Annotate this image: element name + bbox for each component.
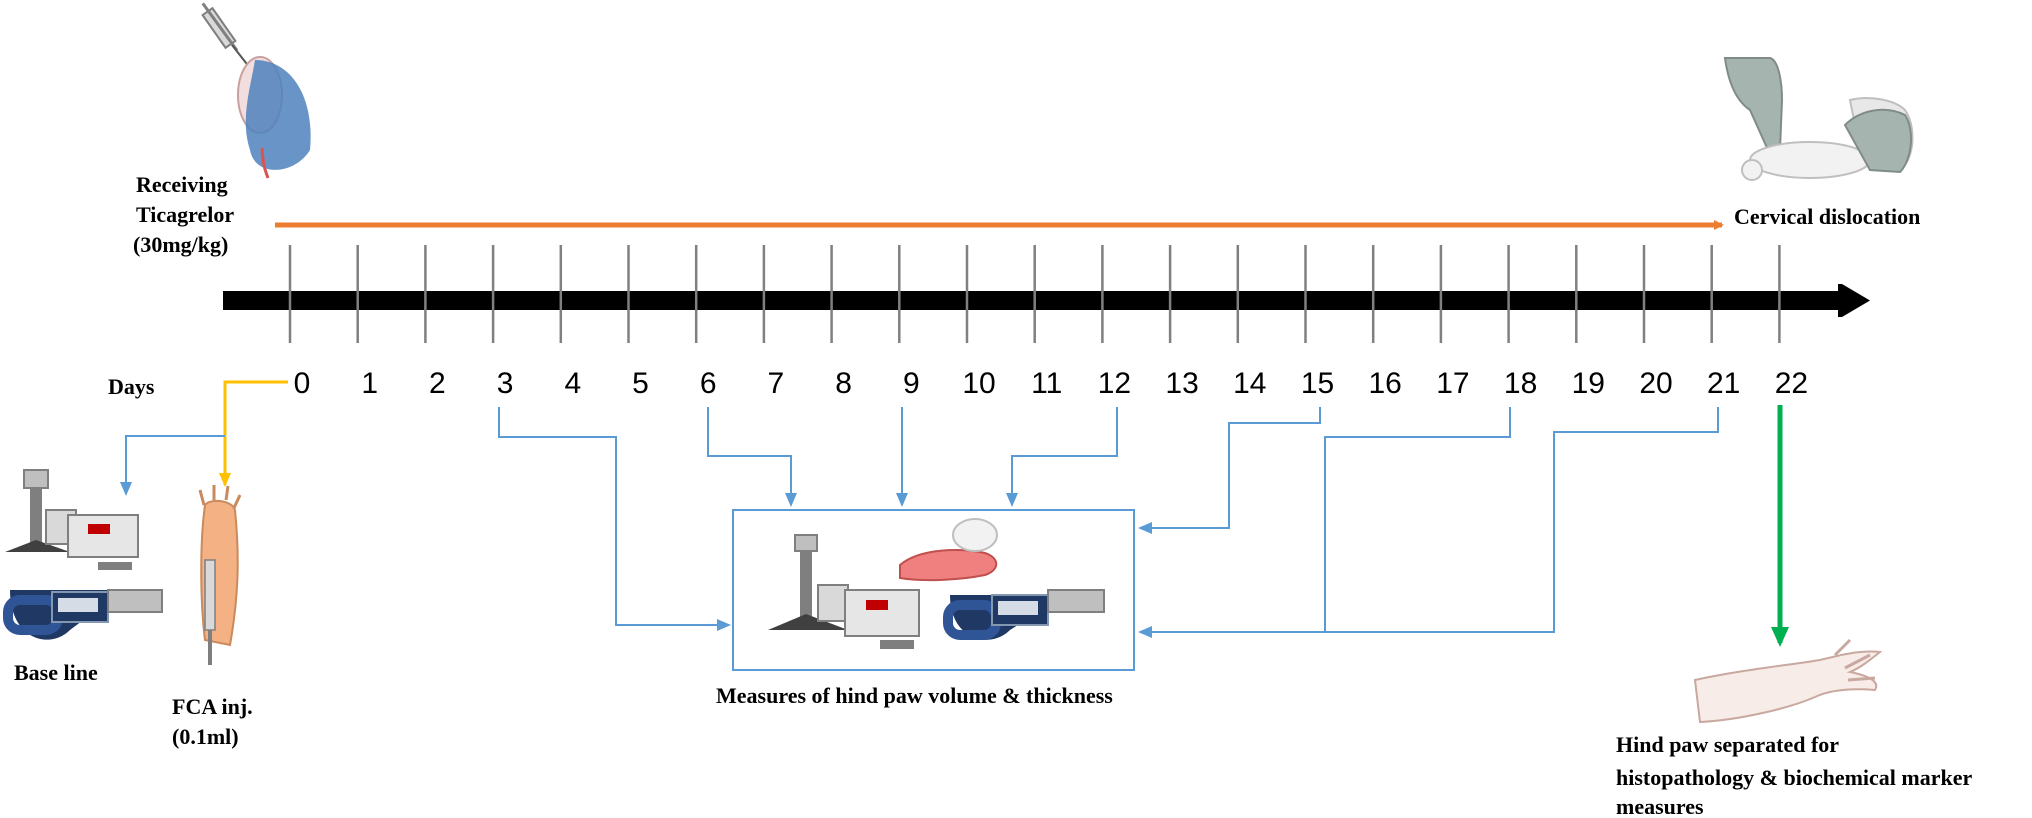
day-label: 0 [294, 367, 311, 400]
treatment-label-line3: (30mg/kg) [133, 232, 228, 257]
treatment-label-line1: Receiving [136, 172, 228, 197]
harvest-label-line1: Hind paw separated for [1616, 732, 1839, 757]
day-label: 11 [1031, 367, 1062, 400]
day-21-arrow [1140, 407, 1718, 632]
baseline-label: Base line [14, 660, 98, 685]
day-label: 14 [1233, 367, 1266, 400]
endpoint-label: Cervical dislocation [1734, 204, 1920, 229]
timeline-arrowhead [1838, 284, 1870, 317]
day-12-arrow [1012, 407, 1117, 505]
fca-label-line1: FCA inj. [172, 694, 253, 719]
day-label: 10 [962, 367, 995, 400]
day-label: 16 [1369, 367, 1402, 400]
day-label: 19 [1572, 367, 1605, 400]
day-label: 4 [564, 367, 581, 400]
day-label: 22 [1775, 367, 1808, 400]
treatment-label-line2: Ticagrelor [136, 202, 234, 227]
day-label: 21 [1707, 367, 1740, 400]
day-label: 20 [1639, 367, 1672, 400]
day-label: 9 [903, 367, 920, 400]
syringe-injection-icon [203, 1, 311, 178]
day-label: 18 [1504, 367, 1537, 400]
day-label: 6 [700, 367, 717, 400]
micrometer-icon [8, 590, 162, 640]
day-3-arrow [499, 407, 729, 625]
day-label: 13 [1165, 367, 1198, 400]
day-label: 15 [1301, 367, 1334, 400]
measurement-label: Measures of hind paw volume & thickness [716, 683, 1113, 708]
day-15-arrow [1140, 407, 1320, 528]
fca-injection-arrow [225, 382, 288, 485]
day-label: 5 [632, 367, 649, 400]
harvest-label-line3: measures [1616, 794, 1704, 818]
day-18-arrow [1325, 407, 1510, 632]
day-label: 12 [1098, 367, 1131, 400]
cervical-dislocation-icon [1725, 58, 1913, 180]
rat-hind-paw-icon [200, 485, 240, 665]
day-label: 17 [1436, 367, 1469, 400]
excised-paw-icon [1695, 640, 1880, 722]
fca-label-line2: (0.1ml) [172, 724, 239, 749]
harvest-label-line2: histopathology & biochemical marker [1616, 765, 1972, 790]
day-6-arrow [708, 407, 791, 505]
baseline-arrow [126, 436, 225, 494]
day-label: 1 [361, 367, 378, 400]
plethysmometer-icon [5, 470, 138, 570]
days-axis-label: Days [108, 374, 155, 399]
day-label: 7 [768, 367, 785, 400]
day-label: 2 [429, 367, 446, 400]
timeline-axis [223, 291, 1840, 310]
day-label: 8 [835, 367, 852, 400]
day-label: 3 [497, 367, 514, 400]
